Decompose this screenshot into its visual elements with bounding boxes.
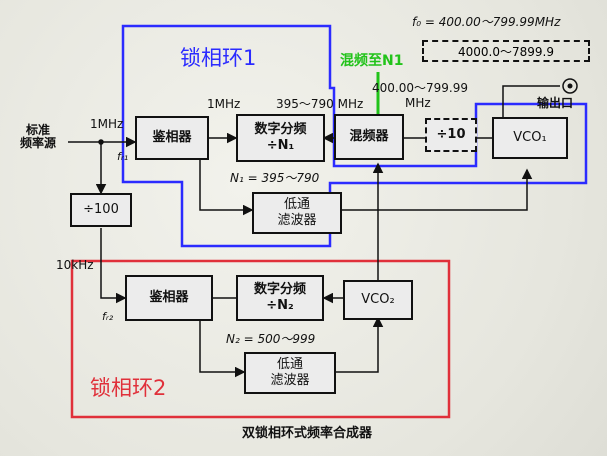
divider-n2-label: 数字分频 ÷N₂ (253, 282, 306, 313)
phase-detector-2: 鉴相器 (125, 275, 213, 321)
vco-2-label: VCO₂ (361, 292, 395, 307)
n1-range-label: N₁ = 395～790 (230, 171, 320, 185)
loop2-outline (70, 259, 451, 419)
mixer-in-range-label: 395～790 MHz (276, 97, 364, 111)
n2-range-label: N₂ = 500～999 (226, 332, 316, 346)
output-frequency-display: 4000.0～7899.9 (422, 40, 590, 62)
loop1-outline (121, 24, 588, 248)
mixer: 混频器 (334, 114, 404, 160)
ref-frequency-label: 1MHz (90, 117, 124, 131)
output-frequency-display-text: 4000.0～7899.9 (458, 44, 554, 59)
vco-2: VCO₂ (343, 280, 413, 320)
low-pass-filter-2: 低通 滤波器 (244, 352, 336, 394)
phase-detector-1: 鉴相器 (135, 116, 209, 160)
output-connector (562, 78, 578, 94)
low-pass-filter-2-label: 低通 滤波器 (270, 357, 310, 388)
div1-freq-label: 1MHz (207, 97, 241, 111)
fr2-label: fᵣ₂ (102, 310, 114, 323)
low-pass-filter-1-label: 低通 滤波器 (277, 197, 317, 228)
phase-detector-2-label: 鉴相器 (149, 290, 189, 305)
divide-by-100: ÷100 (70, 193, 132, 227)
vco1-range-label: 400.00～799.99 (372, 81, 468, 95)
diagram-caption: 双锁相环式频率合成器 (242, 426, 373, 441)
fr1-label: fᵣ₁ (117, 150, 129, 163)
f0-range-label: f₀ = 400.00～799.99MHz (412, 15, 561, 29)
divide-by-100-label: ÷100 (83, 202, 119, 217)
ref-10khz-label: 10kHz (56, 258, 94, 272)
divider-n2: 数字分频 ÷N₂ (236, 275, 324, 321)
divide-by-10: ÷10 (425, 118, 477, 152)
mixer-note: 混频至N1 (340, 53, 404, 69)
divider-n1: 数字分频 ÷N₁ (236, 114, 325, 162)
output-port-label: 输出口 (537, 96, 574, 110)
divide-by-10-label: ÷10 (436, 127, 466, 142)
loop2-title: 锁相环2 (90, 376, 167, 400)
low-pass-filter-1: 低通 滤波器 (252, 192, 342, 234)
vco-1-label: VCO₁ (513, 130, 547, 145)
phase-detector-1-label: 鉴相器 (152, 130, 192, 145)
loop1-title: 锁相环1 (180, 46, 257, 70)
divider-n1-label: 数字分频 ÷N₁ (254, 122, 307, 153)
vco1-unit-label: MHz (405, 96, 431, 110)
reference-source-label: 标准 频率源 (20, 123, 57, 150)
vco-1: VCO₁ (492, 117, 568, 159)
mixer-label: 混频器 (349, 129, 389, 144)
